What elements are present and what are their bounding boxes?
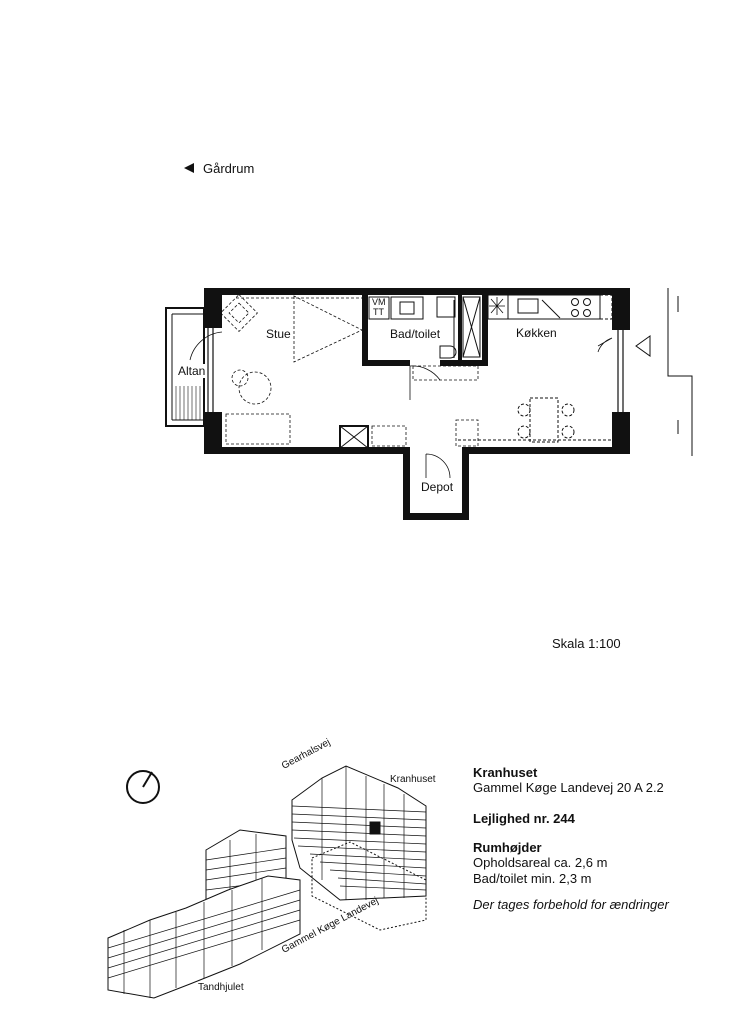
disclaimer: Der tages forbehold for ændringer	[473, 897, 669, 912]
apartment-number: Lejlighed nr. 244	[473, 811, 575, 826]
bathroom-walls	[362, 288, 488, 366]
room-label-altan: Altan	[178, 364, 206, 378]
living-furniture	[220, 294, 407, 447]
site-map	[107, 765, 427, 999]
shaft-and-depot-door	[339, 419, 479, 479]
outer-walls	[204, 288, 630, 520]
room-label-depot: Depot	[421, 480, 454, 494]
room-label-bad: Bad/toilet	[390, 327, 441, 341]
windows	[207, 328, 624, 412]
fixture-label-vm: VM	[372, 297, 386, 307]
north-compass-icon	[126, 770, 160, 804]
dining-table	[458, 397, 612, 443]
kitchen-fixtures	[487, 294, 613, 353]
entrance-arrow-icon	[635, 335, 651, 357]
orientation-label: Gårdrum	[203, 160, 255, 176]
address: Gammel Køge Landevej 20 A 2.2	[473, 780, 664, 795]
height-living: Opholdsareal ca. 2,6 m	[473, 855, 608, 870]
room-label-kokken: Køkken	[516, 326, 557, 340]
balcony	[165, 307, 223, 427]
info-block: Kranhuset Gammel Køge Landevej 20 A 2.2 …	[473, 765, 723, 913]
room-label-stue: Stue	[266, 327, 291, 341]
external-wall-outline	[667, 288, 693, 456]
height-bath: Bad/toilet min. 2,3 m	[473, 871, 592, 886]
fixture-label-tt: TT	[373, 307, 384, 317]
building-label-tandhjulet: Tandhjulet	[198, 982, 244, 993]
bathroom-fixtures	[368, 296, 481, 400]
building-label-kranhuset: Kranhuset	[390, 774, 436, 785]
scale-label: Skala 1:100	[552, 636, 621, 651]
triangle-left-icon	[184, 163, 194, 173]
orientation-indicator: Gårdrum	[183, 160, 254, 176]
building-name: Kranhuset	[473, 765, 538, 780]
heights-title: Rumhøjder	[473, 840, 542, 855]
